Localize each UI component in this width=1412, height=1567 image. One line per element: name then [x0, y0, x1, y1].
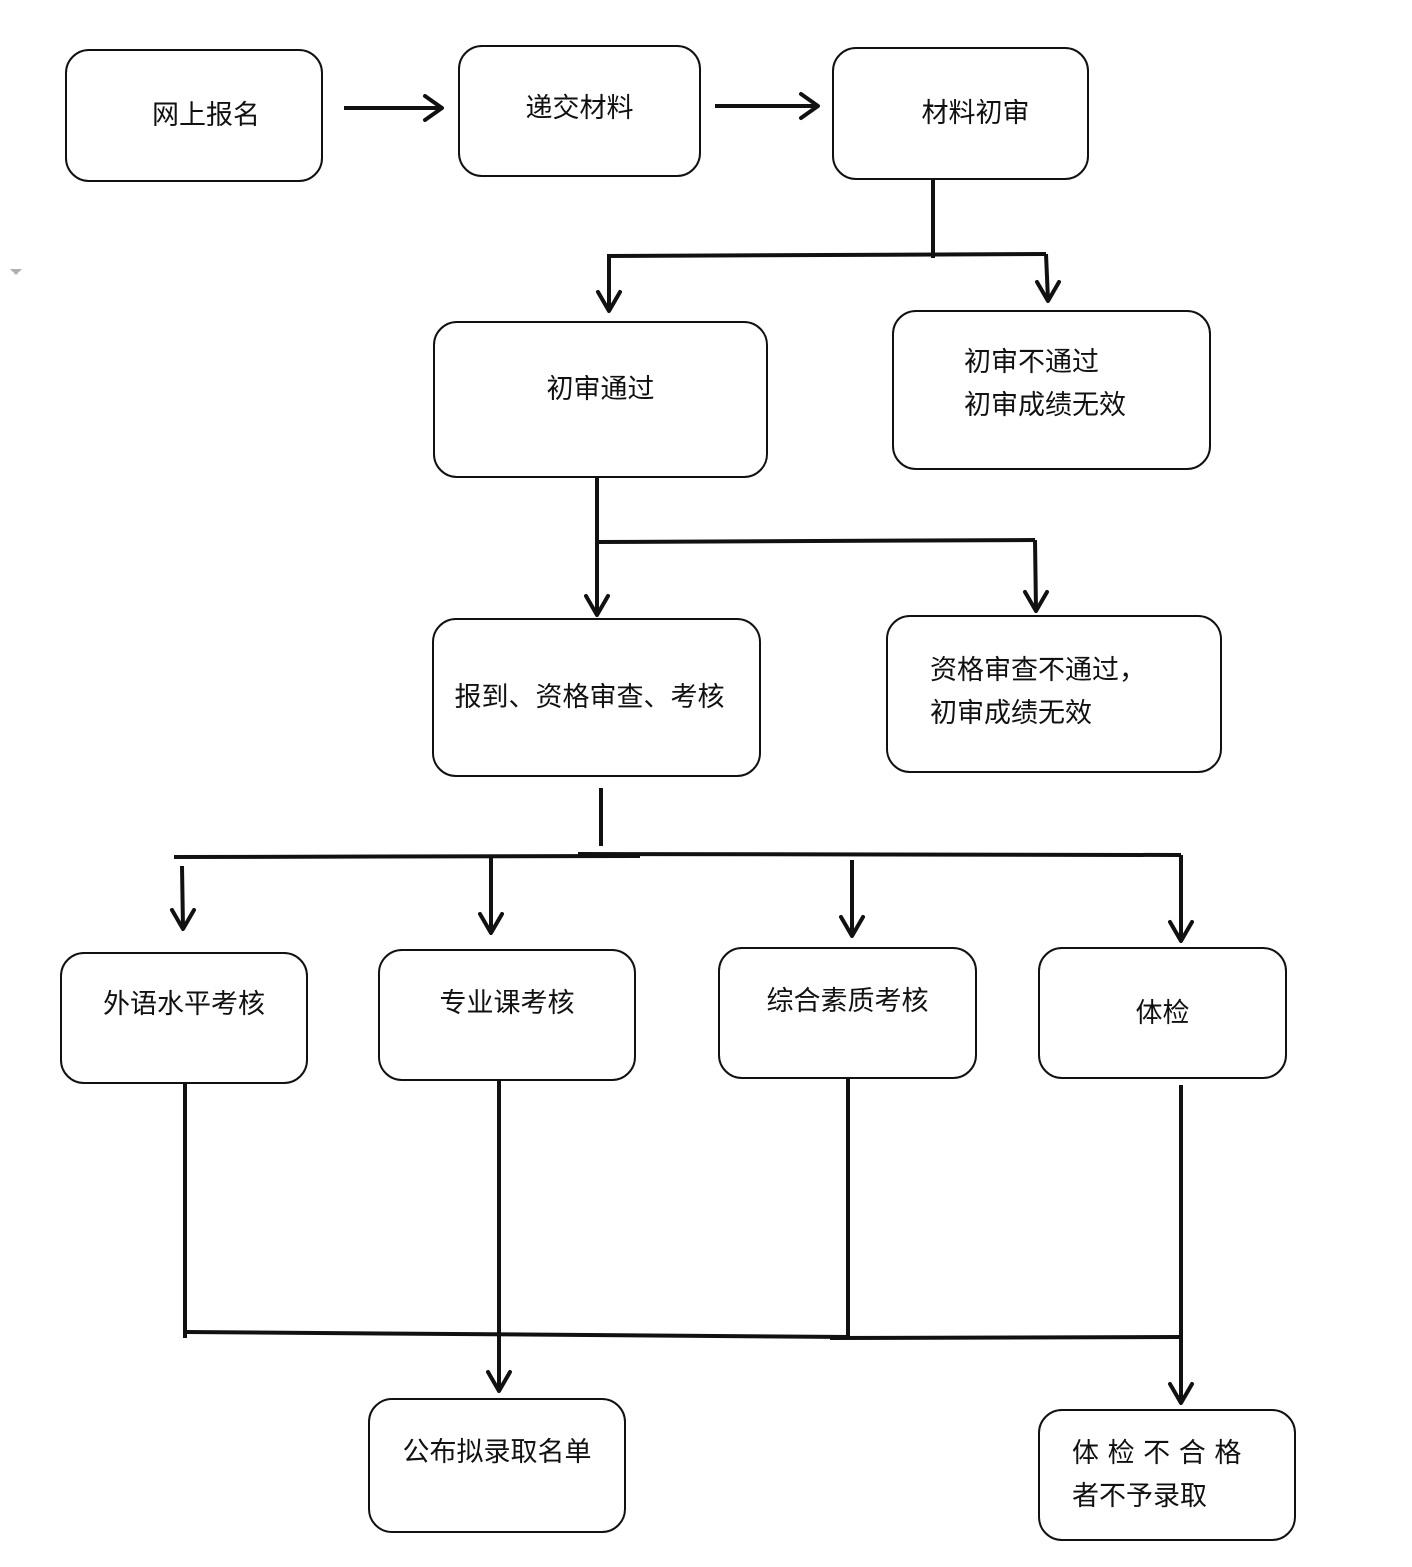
arrowhead-right-icon — [423, 94, 444, 122]
margin-marker-icon — [10, 269, 22, 275]
arrowhead-down-icon — [1168, 1382, 1194, 1405]
node-label: 专业课考核 — [439, 987, 575, 1019]
node-label-line1: 体 检 不 合 格 — [1072, 1438, 1242, 1469]
node-label: 综合素质考核 — [766, 985, 929, 1017]
node-label-line2: 初审成绩无效 — [964, 390, 1126, 421]
node-physical-failed: 体 检 不 合 格 者不予录取 — [1038, 1409, 1296, 1541]
edge-to-qualification-failed — [1033, 539, 1038, 611]
node-label: 递交材料 — [525, 92, 634, 124]
node-label: 体检 — [1135, 997, 1190, 1029]
node-submit-materials: 递交材料 — [458, 45, 701, 177]
arrowhead-down-icon — [170, 908, 196, 931]
node-physical-exam: 体检 — [1038, 947, 1287, 1079]
edge-converge-right — [829, 1335, 1182, 1340]
arrowhead-down-icon — [486, 1370, 512, 1393]
arrowhead-down-icon — [839, 915, 865, 938]
node-label-line2: 者不予录取 — [1072, 1481, 1207, 1512]
node-online-registration: 网上报名 — [65, 49, 323, 182]
node-label-line2: 初审成绩无效 — [930, 698, 1092, 729]
edge-exam-branch-left — [173, 854, 641, 859]
edge-passed-branch — [596, 538, 1036, 544]
edge-to-foreign-language — [180, 865, 185, 929]
arrowhead-down-icon — [1168, 920, 1194, 943]
edge-review-branch — [606, 252, 1047, 258]
node-label: 公布拟录取名单 — [402, 1437, 592, 1468]
arrowhead-down-icon — [478, 912, 504, 935]
node-initial-review: 材料初审 — [832, 47, 1089, 180]
edge-to-failed — [1044, 253, 1050, 301]
arrowhead-down-icon — [1035, 280, 1061, 303]
node-qualification-failed: 资格审查不通过， 初审成绩无效 — [886, 615, 1222, 773]
node-label: 网上报名 — [152, 100, 260, 131]
node-label-line1: 初审不通过 — [964, 347, 1099, 378]
node-label: 外语水平考核 — [103, 988, 265, 1020]
edge-converge-left — [184, 1330, 851, 1339]
node-review-passed: 初审通过 — [433, 321, 768, 478]
node-label: 初审通过 — [546, 374, 655, 405]
node-label: 材料初审 — [921, 98, 1030, 129]
node-checkin-qualification: 报到、资格审查、考核 — [432, 618, 761, 777]
edge-exam-branch-right — [577, 852, 1182, 857]
arrowhead-down-icon — [1023, 590, 1049, 613]
arrowhead-down-icon — [596, 290, 622, 313]
arrowhead-right-icon — [799, 92, 820, 120]
node-review-failed: 初审不通过 初审成绩无效 — [892, 310, 1211, 470]
node-comprehensive-quality-exam: 综合素质考核 — [718, 947, 977, 1079]
node-professional-course-exam: 专业课考核 — [378, 949, 636, 1081]
arrowhead-down-icon — [584, 594, 610, 617]
node-label: 报到、资格审查、考核 — [454, 682, 725, 713]
node-foreign-language-exam: 外语水平考核 — [60, 952, 308, 1084]
node-label-line1: 资格审查不通过， — [930, 655, 1146, 686]
node-publish-list: 公布拟录取名单 — [368, 1398, 626, 1533]
